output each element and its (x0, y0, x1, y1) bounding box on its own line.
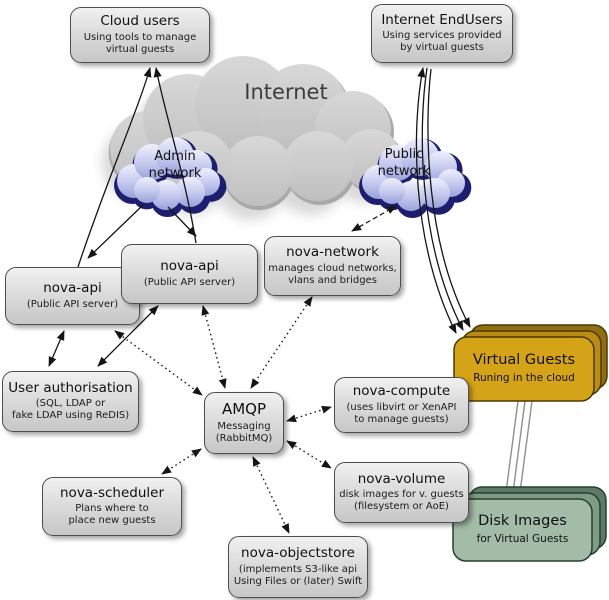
guest-disk-wires (504, 400, 533, 501)
nova-objectstore-subtitle: (implements S3-like api Using Files or (… (233, 563, 363, 587)
internet-label: Internet (244, 80, 328, 104)
arrow-amqp-nova-objectstore (252, 456, 290, 534)
arrow-public-to-guests-1 (415, 67, 457, 334)
arrow-amqp-nova-volume (286, 440, 332, 469)
node-nova-objectstore: nova-objectstore (implements S3-like api… (228, 536, 368, 598)
node-nova-api-right: nova-api (Public API server) (121, 244, 258, 304)
nova-objectstore-title: nova-objectstore (241, 545, 355, 562)
cloud-users-title: Cloud users (100, 13, 180, 30)
admin-network-label: Admin network (148, 149, 202, 181)
node-nova-scheduler: nova-scheduler Plans where to place new … (42, 477, 182, 536)
arrow-amqp-api-right (201, 305, 227, 389)
connectors (48, 67, 471, 534)
arrow-amqp-nova-scheduler (161, 448, 202, 475)
arrow-admin-to-api-left (87, 204, 144, 259)
nova-compute-title: nova-compute (352, 383, 451, 400)
amqp-title: AMQP (221, 400, 267, 419)
node-nova-volume: nova-volume disk images for v. guests (f… (334, 462, 469, 523)
node-nova-network: nova-network manages cloud networks, vla… (264, 236, 401, 296)
arrow-amqp-nova-network (250, 296, 313, 389)
arrow-auth-api-left (48, 330, 65, 367)
virtual-guests-stack (453, 324, 608, 402)
internet-endusers-subtitle: Using services provided by virtual guest… (382, 30, 502, 54)
nova-scheduler-title: nova-scheduler (60, 484, 164, 501)
arrow-api-left-to-cloud-users (77, 67, 152, 268)
node-nova-api-left: nova-api (Public API server) (5, 267, 140, 325)
arrow-public-to-guests-2 (421, 67, 464, 331)
user-authorisation-subtitle: (SQL, LDAP or fake LDAP using ReDIS) (11, 398, 130, 422)
arrow-public-to-guests-3 (427, 68, 471, 328)
nova-volume-title: nova-volume (357, 470, 446, 487)
arrow-amqp-api-left (114, 330, 203, 396)
cloud-users-subtitle: Using tools to manage virtual guests (83, 31, 197, 55)
node-user-authorisation: User authorisation (SQL, LDAP or fake LD… (2, 371, 139, 432)
arrow-api-right-to-cloud-users (153, 67, 197, 244)
arrow-nova-network-public (351, 205, 397, 232)
arrow-admin-to-api-right (167, 206, 197, 237)
disk-images-front (452, 498, 593, 562)
nova-network-title: nova-network (286, 244, 379, 261)
node-nova-compute: nova-compute (uses libvirt or XenAPI to … (334, 377, 469, 433)
disk-images-stack (452, 486, 607, 562)
arrow-amqp-nova-compute (286, 405, 332, 423)
nova-api-left-subtitle: (Public API server) (26, 298, 119, 310)
nova-volume-subtitle: disk images for v. guests (filesystem or… (339, 489, 464, 513)
amqp-subtitle: Messaging (RabbitMQ) (215, 420, 273, 444)
internet-endusers-title: Internet EndUsers (381, 11, 503, 28)
nova-scheduler-subtitle: Plans where to place new guests (68, 503, 156, 527)
node-internet-endusers: Internet EndUsers Using services provide… (371, 4, 513, 63)
nova-compute-subtitle: (uses libvirt or XenAPI to manage guests… (346, 401, 457, 425)
nova-api-left-title: nova-api (43, 280, 102, 297)
node-amqp: AMQP Messaging (RabbitMQ) (204, 392, 284, 454)
nova-network-subtitle: manages cloud networks, vlans and bridge… (268, 262, 397, 286)
nova-api-right-title: nova-api (160, 258, 219, 275)
virtual-guests-front (453, 336, 595, 402)
node-cloud-users: Cloud users Using tools to manage virtua… (70, 7, 210, 63)
nova-api-right-subtitle: (Public API server) (143, 276, 236, 288)
public-network-label: Public network (377, 147, 431, 179)
user-authorisation-title: User authorisation (8, 379, 133, 396)
